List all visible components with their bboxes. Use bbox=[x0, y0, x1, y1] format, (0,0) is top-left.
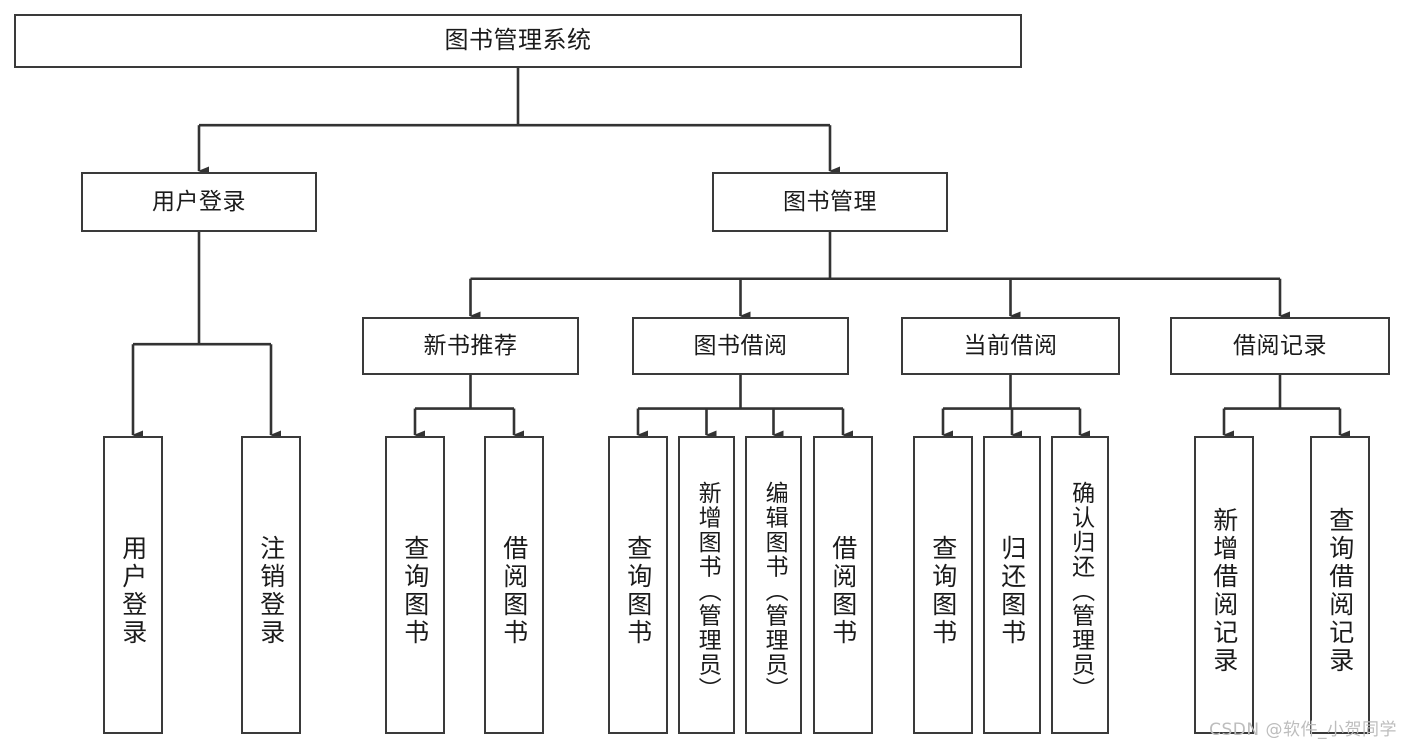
node-new-book-rec[interactable]: 新书推荐 bbox=[362, 317, 579, 375]
node-leaf-borrow-book-rec[interactable]: 借阅图书 bbox=[484, 436, 544, 734]
node-leaf-return-book[interactable]: 归还图书 bbox=[983, 436, 1041, 734]
node-current-borrow-label: 当前借阅 bbox=[963, 332, 1058, 359]
node-leaf-query-book-cur-label: 查询图书 bbox=[928, 535, 958, 647]
node-leaf-edit-book-label: 编辑图书（管理员） bbox=[761, 480, 788, 702]
node-borrow-record[interactable]: 借阅记录 bbox=[1170, 317, 1390, 375]
node-leaf-query-book-borrow-label: 查询图书 bbox=[623, 535, 653, 647]
node-leaf-return-book-label: 归还图书 bbox=[997, 535, 1027, 647]
node-leaf-query-book-cur[interactable]: 查询图书 bbox=[913, 436, 973, 734]
node-leaf-query-book-rec-label: 查询图书 bbox=[400, 535, 430, 647]
node-current-borrow[interactable]: 当前借阅 bbox=[901, 317, 1120, 375]
node-leaf-user-login-label: 用户登录 bbox=[118, 535, 148, 647]
node-leaf-user-login[interactable]: 用户登录 bbox=[103, 436, 163, 734]
node-leaf-borrow-book[interactable]: 借阅图书 bbox=[813, 436, 873, 734]
node-leaf-confirm-return[interactable]: 确认归还（管理员） bbox=[1051, 436, 1109, 734]
node-leaf-borrow-book-rec-label: 借阅图书 bbox=[499, 535, 529, 647]
node-new-book-rec-label: 新书推荐 bbox=[423, 332, 518, 359]
node-leaf-add-book-label: 新增图书（管理员） bbox=[694, 480, 721, 702]
node-root-label: 图书管理系统 bbox=[444, 26, 592, 55]
node-leaf-query-record-label: 查询借阅记录 bbox=[1325, 507, 1355, 675]
node-leaf-logout[interactable]: 注销登录 bbox=[241, 436, 301, 734]
node-leaf-add-record[interactable]: 新增借阅记录 bbox=[1194, 436, 1254, 734]
node-book-manage-label: 图书管理 bbox=[783, 188, 877, 215]
watermark-text: CSDN @软件_小贺同学 bbox=[1209, 720, 1397, 740]
node-user-login[interactable]: 用户登录 bbox=[81, 172, 317, 232]
node-leaf-query-book-borrow[interactable]: 查询图书 bbox=[608, 436, 668, 734]
node-leaf-query-record[interactable]: 查询借阅记录 bbox=[1310, 436, 1370, 734]
node-leaf-logout-label: 注销登录 bbox=[256, 535, 286, 647]
node-leaf-edit-book[interactable]: 编辑图书（管理员） bbox=[745, 436, 802, 734]
node-leaf-add-record-label: 新增借阅记录 bbox=[1209, 507, 1239, 675]
node-leaf-confirm-return-label: 确认归还（管理员） bbox=[1067, 480, 1094, 702]
node-leaf-borrow-book-label: 借阅图书 bbox=[828, 535, 858, 647]
node-book-borrow-label: 图书借阅 bbox=[693, 332, 788, 359]
node-book-manage[interactable]: 图书管理 bbox=[712, 172, 948, 232]
node-user-login-label: 用户登录 bbox=[152, 188, 246, 215]
node-borrow-record-label: 借阅记录 bbox=[1233, 332, 1327, 359]
node-leaf-query-book-rec[interactable]: 查询图书 bbox=[385, 436, 445, 734]
node-book-borrow[interactable]: 图书借阅 bbox=[632, 317, 849, 375]
node-leaf-add-book[interactable]: 新增图书（管理员） bbox=[678, 436, 735, 734]
node-root[interactable]: 图书管理系统 bbox=[14, 14, 1022, 68]
